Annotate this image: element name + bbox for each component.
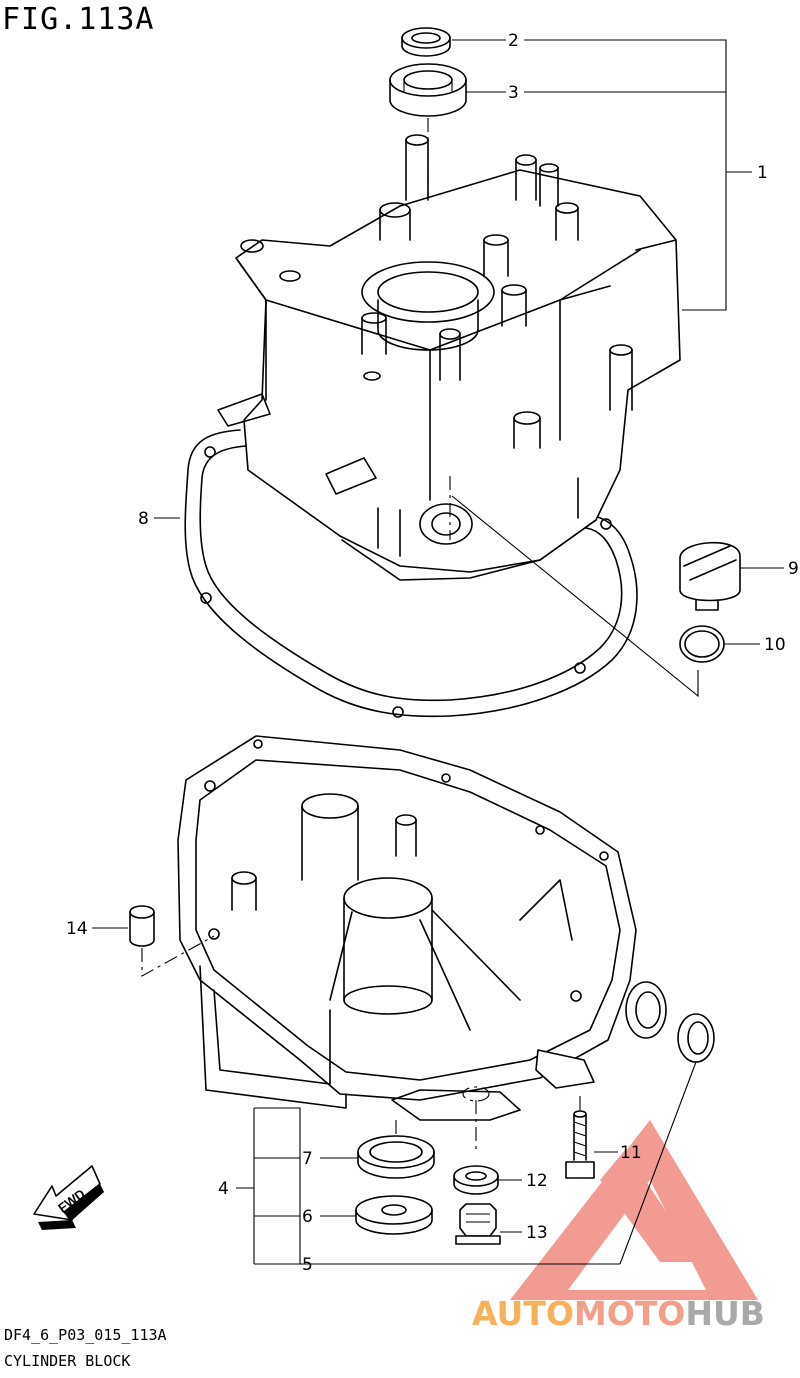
watermark-part-hub: HUB [685, 1294, 765, 1333]
callout-7: 7 [302, 1149, 313, 1169]
part-10-o-ring [679, 625, 725, 663]
part-6-seal-cap [355, 1195, 433, 1235]
leader-lines [92, 39, 784, 1265]
part-2-oil-seal [401, 27, 451, 57]
part-5-oil-seal [619, 1013, 715, 1265]
callout-3: 3 [508, 83, 519, 103]
callout-14: 14 [66, 919, 88, 939]
callout-12: 12 [526, 1171, 548, 1191]
callout-2: 2 [508, 31, 519, 51]
part-3-bearing [389, 63, 467, 117]
callout-1: 1 [757, 163, 768, 183]
figure-title: FIG.113A [2, 2, 155, 37]
figure-name: CYLINDER BLOCK [4, 1352, 131, 1370]
part-7-oil-seal [357, 1135, 435, 1179]
callout-13: 13 [526, 1223, 548, 1243]
callout-8: 8 [138, 509, 149, 529]
callout-4: 4 [218, 1179, 229, 1199]
part-1-cylinder-block [217, 134, 699, 698]
watermark-part-auto: AUTO [472, 1294, 574, 1333]
callout-6: 6 [302, 1207, 313, 1227]
fwd-arrow-icon: FWD [33, 1165, 104, 1230]
part-9-plug [679, 541, 741, 611]
callout-numbers: 1 2 3 4 5 6 7 8 9 10 11 12 13 14 [66, 31, 799, 1275]
callout-9: 9 [788, 559, 799, 579]
figure-code: DF4_6_P03_015_113A [4, 1326, 167, 1344]
callout-10: 10 [764, 635, 786, 655]
watermark-part-moto: MOTO [573, 1294, 686, 1333]
watermark-brand: AUTOMOTOHUB [472, 1294, 765, 1333]
callout-11: 11 [620, 1143, 642, 1163]
part-11-bolt [565, 1096, 595, 1179]
part-14-dowel-pin [129, 905, 215, 977]
callout-5: 5 [302, 1255, 313, 1275]
watermark-logo-icon [510, 1120, 758, 1300]
part-13-drain-plug [455, 1203, 501, 1245]
part-12-washer [453, 1165, 499, 1195]
part-4-crankcase [177, 735, 667, 1150]
part-8-gasket [184, 429, 638, 718]
